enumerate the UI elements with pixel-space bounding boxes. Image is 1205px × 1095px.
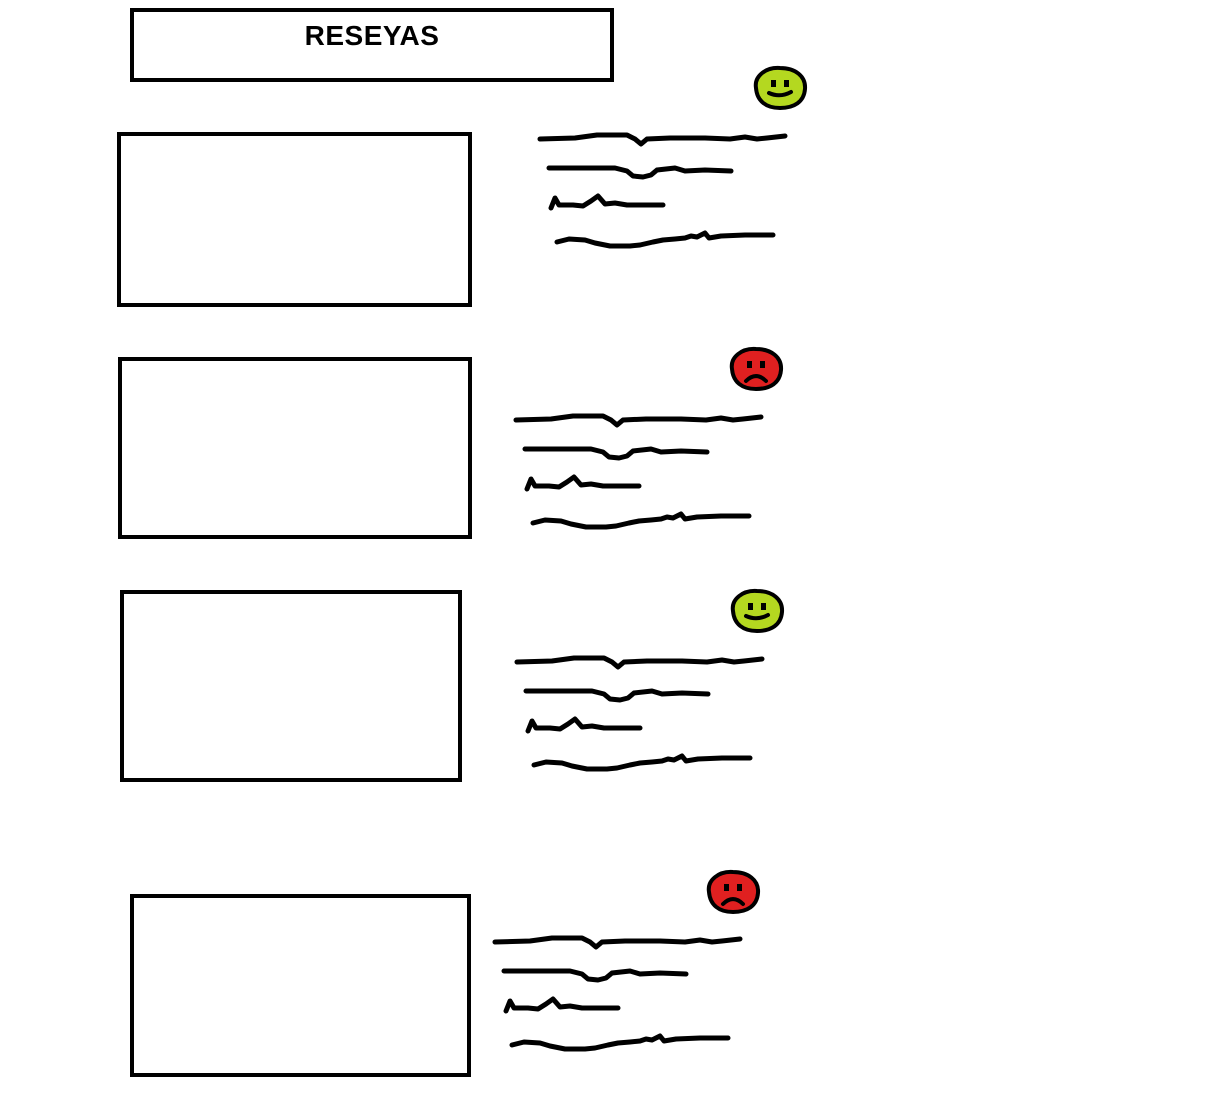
page-title: RESEYAS — [304, 20, 440, 51]
review-image-placeholder[interactable] — [118, 357, 472, 539]
page-title-box: RESEYAS — [130, 8, 614, 82]
review-image-placeholder[interactable] — [120, 590, 462, 782]
review-text-scribble — [513, 413, 764, 530]
happy-face-icon — [753, 65, 808, 111]
review-text-scribble — [514, 655, 765, 772]
review-image-placeholder[interactable] — [130, 894, 471, 1077]
happy-face-icon — [730, 588, 785, 634]
review-text-scribble — [537, 132, 788, 249]
sad-face-icon — [729, 346, 784, 392]
review-image-placeholder[interactable] — [117, 132, 472, 307]
sad-face-icon — [706, 869, 761, 915]
review-text-scribble — [492, 935, 743, 1052]
